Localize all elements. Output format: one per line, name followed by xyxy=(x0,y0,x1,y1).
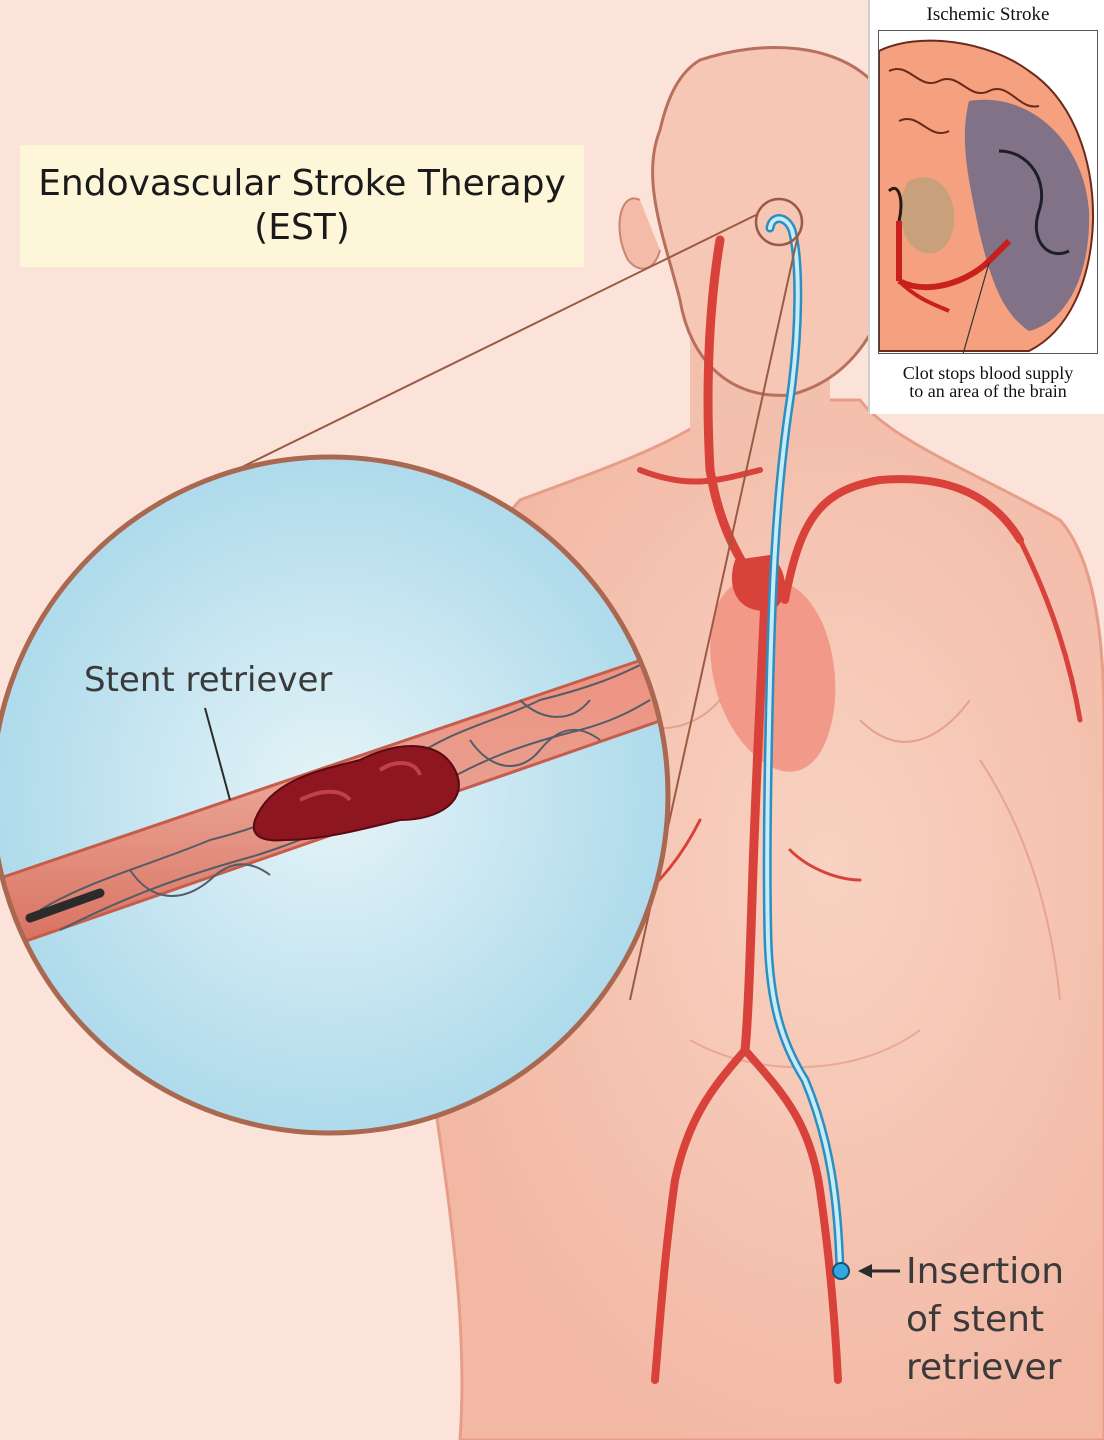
brain-icon xyxy=(879,31,1098,354)
insertion-label-line-2: of stent xyxy=(906,1296,1096,1344)
inset-caption: Clot stops blood supply to an area of th… xyxy=(870,364,1104,400)
brain-cross-section xyxy=(878,30,1098,354)
inset-title: Ischemic Stroke xyxy=(870,4,1104,26)
insertion-label-line-3: retriever xyxy=(906,1344,1096,1392)
inset-caption-line-1: Clot stops blood supply xyxy=(870,364,1104,382)
insertion-label: Insertion of stent retriever xyxy=(906,1248,1096,1392)
title-line-2: (EST) xyxy=(254,206,350,250)
stent-retriever-label: Stent retriever xyxy=(84,660,332,700)
ischemic-stroke-inset: Ischemic Stroke Clot stops blood supply … xyxy=(868,0,1104,414)
inset-caption-line-2: to an area of the brain xyxy=(870,382,1104,400)
insertion-label-line-1: Insertion xyxy=(906,1248,1096,1296)
title-line-1: Endovascular Stroke Therapy xyxy=(38,162,566,206)
title-box: Endovascular Stroke Therapy (EST) xyxy=(20,145,584,267)
insertion-point-marker xyxy=(833,1263,849,1279)
